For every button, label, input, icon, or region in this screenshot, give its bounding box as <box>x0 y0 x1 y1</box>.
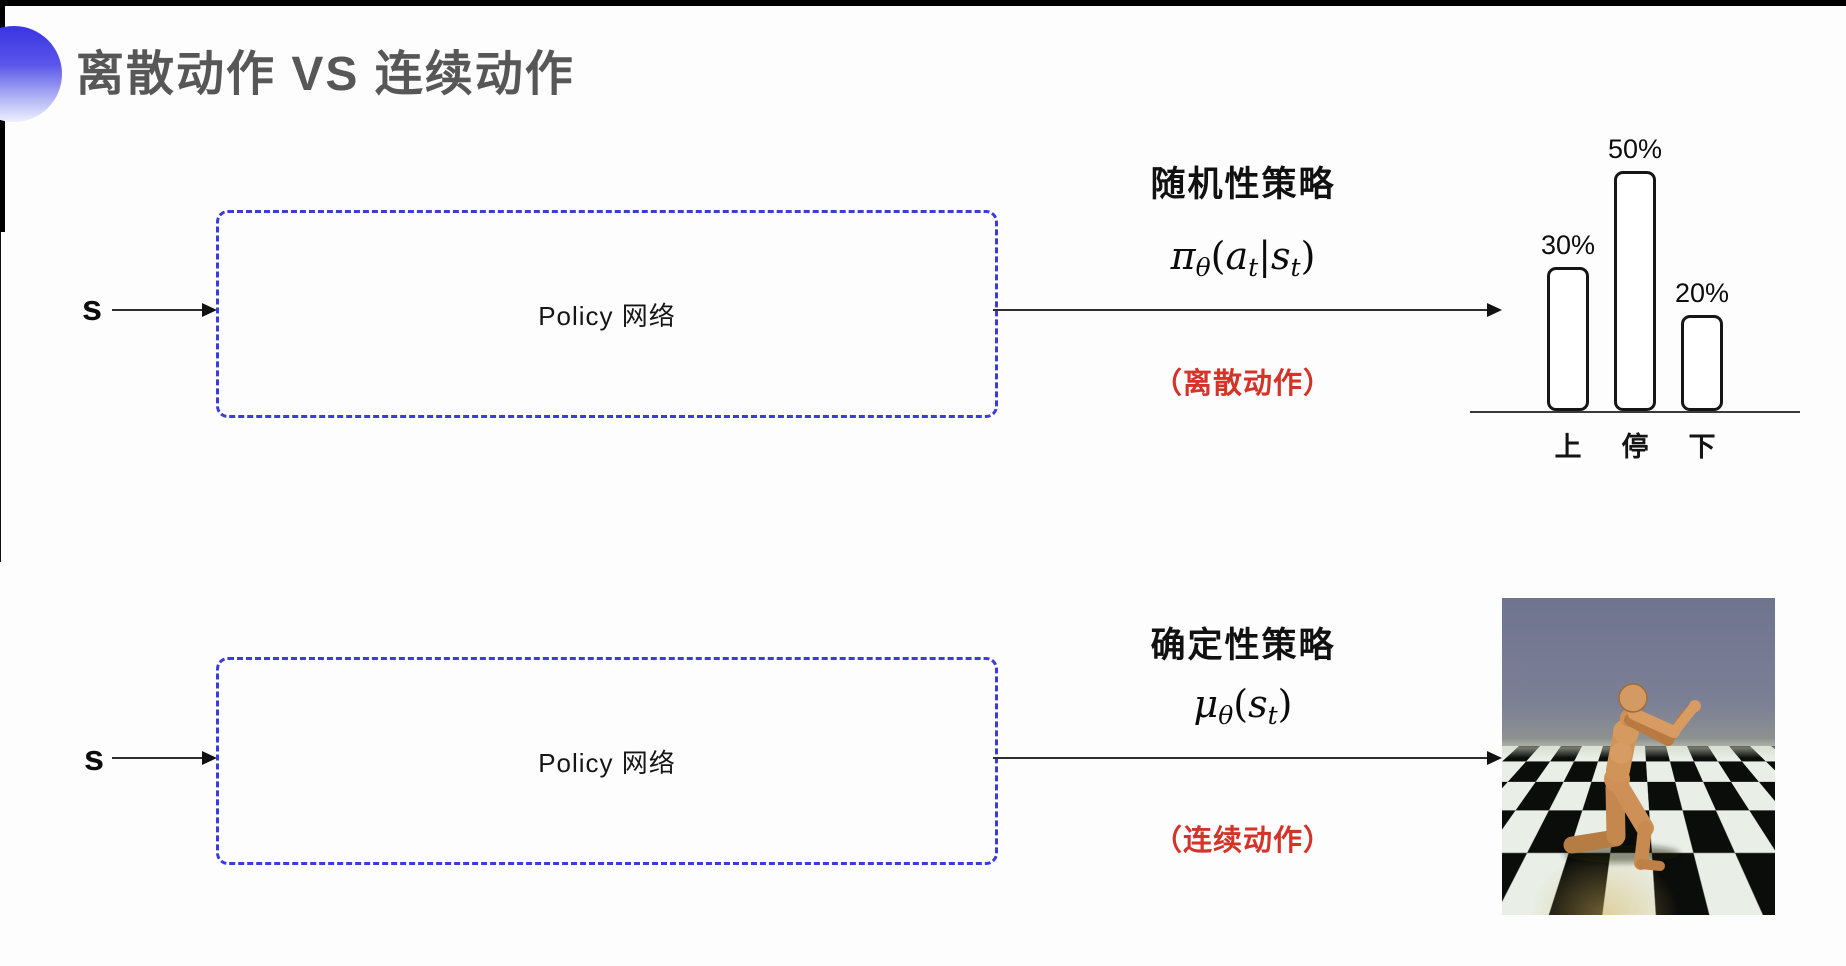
humanoid-robot-graphic <box>1563 683 1701 871</box>
policy-network-label-2: Policy 网络 <box>538 747 676 778</box>
formula-segment: ( <box>1210 234 1226 278</box>
deterministic-policy-title: 确定性策略 <box>1150 626 1336 665</box>
robot-head <box>1618 683 1648 713</box>
stochastic-policy-title: 随机性策略 <box>1150 165 1336 204</box>
deterministic-policy-formula: μθ(st) <box>1043 682 1443 730</box>
bar-category-label: 下 <box>1688 432 1716 462</box>
policy-network-label-1: Policy 网络 <box>538 300 676 331</box>
formula-segment: | <box>1258 234 1271 278</box>
input-arrow-2 <box>112 751 217 765</box>
formula-segment: ( <box>1233 682 1249 726</box>
probability-bar-上: 30% <box>1541 230 1595 411</box>
input-arrow-1 <box>112 303 217 317</box>
formula-segment: π <box>1170 234 1196 278</box>
continuous-action-note: （连续动作） <box>1152 825 1333 857</box>
policy-network-box-1: Policy 网络 <box>216 210 998 418</box>
formula-segment: t <box>1290 253 1301 282</box>
output-arrow-1 <box>993 303 1502 317</box>
probability-bar-下: 20% <box>1675 278 1729 411</box>
stochastic-policy-formula: πθ(at|st) <box>1043 234 1443 282</box>
page-title: 离散动作 VS 连续动作 <box>76 48 575 101</box>
horizon-haze <box>1502 738 1775 758</box>
formula-segment: θ <box>1218 701 1234 730</box>
bar-value-label: 30% <box>1540 230 1596 260</box>
formula-segment: s <box>1271 234 1291 278</box>
chart-category-labels: 上停下 <box>1470 425 1800 464</box>
title-accent-circle-icon <box>0 26 62 122</box>
screenshot-top-edge-bar <box>0 0 1846 6</box>
action-probability-bar-chart: 30% 50% 20% 上 停 下 <box>1470 99 1800 464</box>
chart-plot-area: 30% 50% 20% <box>1470 99 1800 413</box>
discrete-action-note: （离散动作） <box>1152 368 1333 400</box>
screenshot-left-edge-line <box>0 232 1 562</box>
humanoid-sim-image <box>1502 598 1775 915</box>
formula-segment: ) <box>1300 234 1316 278</box>
formula-segment: t <box>1248 253 1259 282</box>
output-arrow-2 <box>993 751 1502 765</box>
state-input-label-2: s <box>84 737 105 778</box>
formula-segment: μ <box>1193 682 1219 726</box>
formula-segment: s <box>1248 682 1268 726</box>
policy-network-box-2: Policy 网络 <box>216 657 998 865</box>
bar-category-label: 上 <box>1554 432 1582 462</box>
bar-value-label: 20% <box>1674 278 1730 308</box>
formula-segment: t <box>1267 701 1278 730</box>
formula-segment: θ <box>1195 253 1211 282</box>
bar-value-label: 50% <box>1607 134 1663 164</box>
formula-segment: ) <box>1277 682 1293 726</box>
bar-category-label: 停 <box>1621 432 1649 462</box>
probability-bar-停: 50% <box>1608 134 1662 411</box>
state-input-label-1: s <box>82 287 103 328</box>
formula-segment: a <box>1225 234 1249 278</box>
